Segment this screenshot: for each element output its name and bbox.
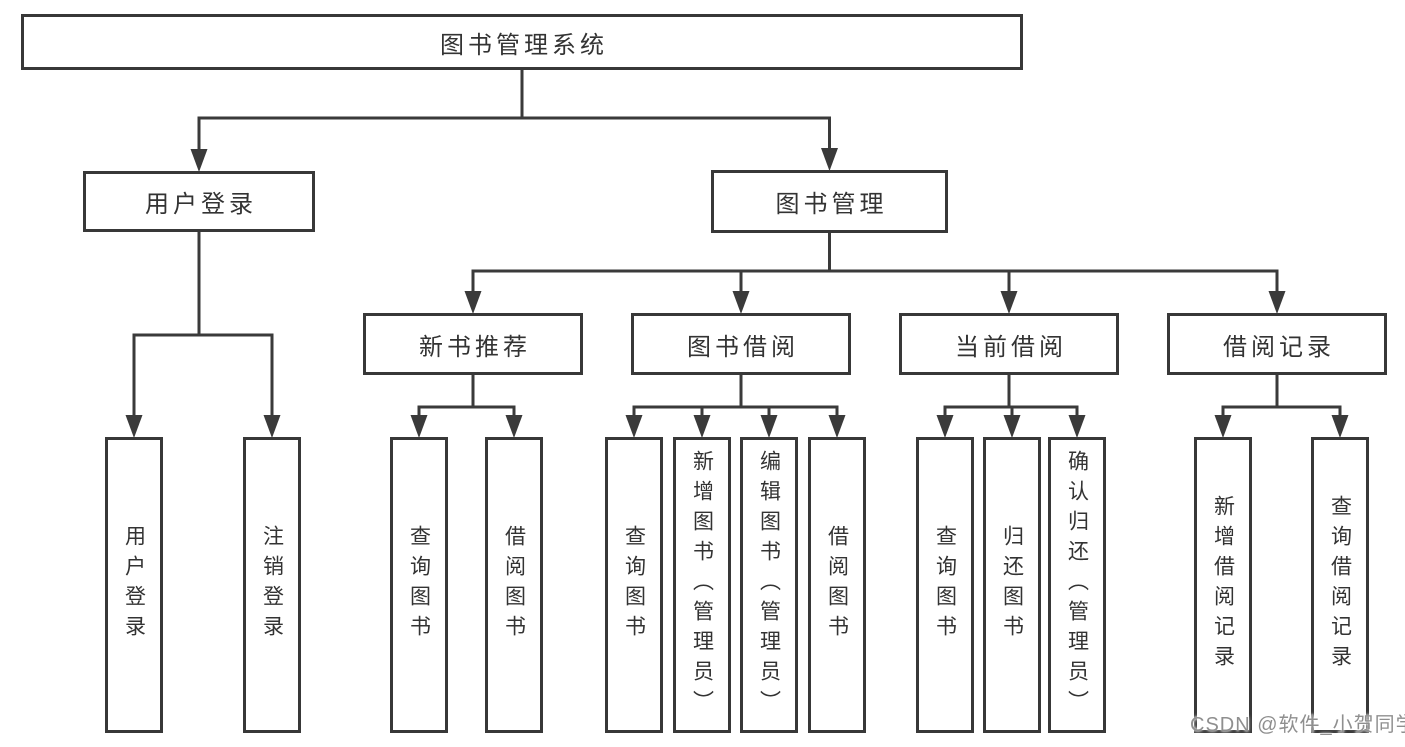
arrowhead-g5-add — [1214, 415, 1232, 438]
node-label-g5-query: 查询借阅记录 — [1328, 495, 1352, 675]
node-g2-borrow: 借阅图书 — [485, 437, 543, 733]
node-label-g3-borrow: 借阅图书 — [825, 525, 849, 645]
node-label-book-borrow: 图书借阅 — [687, 333, 799, 361]
node-g4-query: 查询图书 — [916, 437, 974, 733]
arrowhead-g5-query — [1331, 415, 1349, 438]
node-label-g1-login: 用户登录 — [122, 525, 146, 645]
node-borrow-record: 借阅记录 — [1167, 313, 1387, 375]
node-label-g2-query: 查询图书 — [407, 525, 431, 645]
node-root: 图书管理系统 — [21, 14, 1023, 70]
arrowhead-g3-edit — [760, 415, 778, 438]
node-g4-return: 归还图书 — [983, 437, 1041, 733]
arrowhead-g3-query — [625, 415, 643, 438]
arrowhead-new-book-rec — [464, 291, 482, 314]
node-g5-add: 新增借阅记录 — [1194, 437, 1252, 733]
node-user-login: 用户登录 — [83, 171, 315, 232]
arrowhead-g2-borrow — [505, 415, 523, 438]
node-label-user-login: 用户登录 — [145, 191, 257, 218]
arrowhead-g4-confirm — [1068, 415, 1086, 438]
arrowhead-g1-logout — [263, 415, 281, 438]
arrowhead-g3-borrow — [828, 415, 846, 438]
arrowhead-borrow-record — [1268, 291, 1286, 314]
node-label-root: 图书管理系统 — [440, 31, 608, 59]
node-g5-query: 查询借阅记录 — [1311, 437, 1369, 733]
node-label-g5-add: 新增借阅记录 — [1211, 495, 1235, 675]
node-new-book-rec: 新书推荐 — [363, 313, 583, 375]
arrowhead-g2-query — [410, 415, 428, 438]
node-label-g3-edit: 编辑图书（管理员） — [757, 450, 781, 720]
node-label-g1-logout: 注销登录 — [260, 525, 284, 645]
node-label-g4-confirm: 确认归还（管理员） — [1065, 450, 1089, 720]
node-label-g3-query: 查询图书 — [622, 525, 646, 645]
node-book-mgmt: 图书管理 — [711, 170, 948, 233]
node-current-borrow: 当前借阅 — [899, 313, 1119, 375]
node-g3-query: 查询图书 — [605, 437, 663, 733]
arrowhead-g1-login — [125, 415, 143, 438]
arrowhead-user-login — [190, 149, 208, 172]
node-g3-edit: 编辑图书（管理员） — [740, 437, 798, 733]
node-label-g3-add: 新增图书（管理员） — [690, 450, 714, 720]
node-label-book-mgmt: 图书管理 — [775, 191, 888, 218]
node-g1-login: 用户登录 — [105, 437, 163, 733]
node-label-g4-return: 归还图书 — [1000, 525, 1024, 645]
node-label-borrow-record: 借阅记录 — [1223, 333, 1335, 361]
node-g3-add: 新增图书（管理员） — [673, 437, 731, 733]
watermark-text: CSDN @软件_小贺同学 — [1190, 714, 1405, 736]
node-label-new-book-rec: 新书推荐 — [419, 333, 531, 361]
arrowhead-book-borrow — [732, 291, 750, 314]
arrowhead-book-mgmt — [821, 148, 838, 171]
arrowhead-current-borrow — [1000, 291, 1018, 314]
node-label-g4-query: 查询图书 — [933, 525, 957, 645]
node-g2-query: 查询图书 — [390, 437, 448, 733]
node-book-borrow: 图书借阅 — [631, 313, 851, 375]
arrowhead-g3-add — [693, 415, 711, 438]
arrowhead-g4-return — [1003, 415, 1021, 438]
node-g3-borrow: 借阅图书 — [808, 437, 866, 733]
node-label-current-borrow: 当前借阅 — [955, 333, 1067, 361]
arrowhead-g4-query — [936, 415, 954, 438]
node-g4-confirm: 确认归还（管理员） — [1048, 437, 1106, 733]
node-g1-logout: 注销登录 — [243, 437, 301, 733]
node-label-g2-borrow: 借阅图书 — [502, 525, 526, 645]
